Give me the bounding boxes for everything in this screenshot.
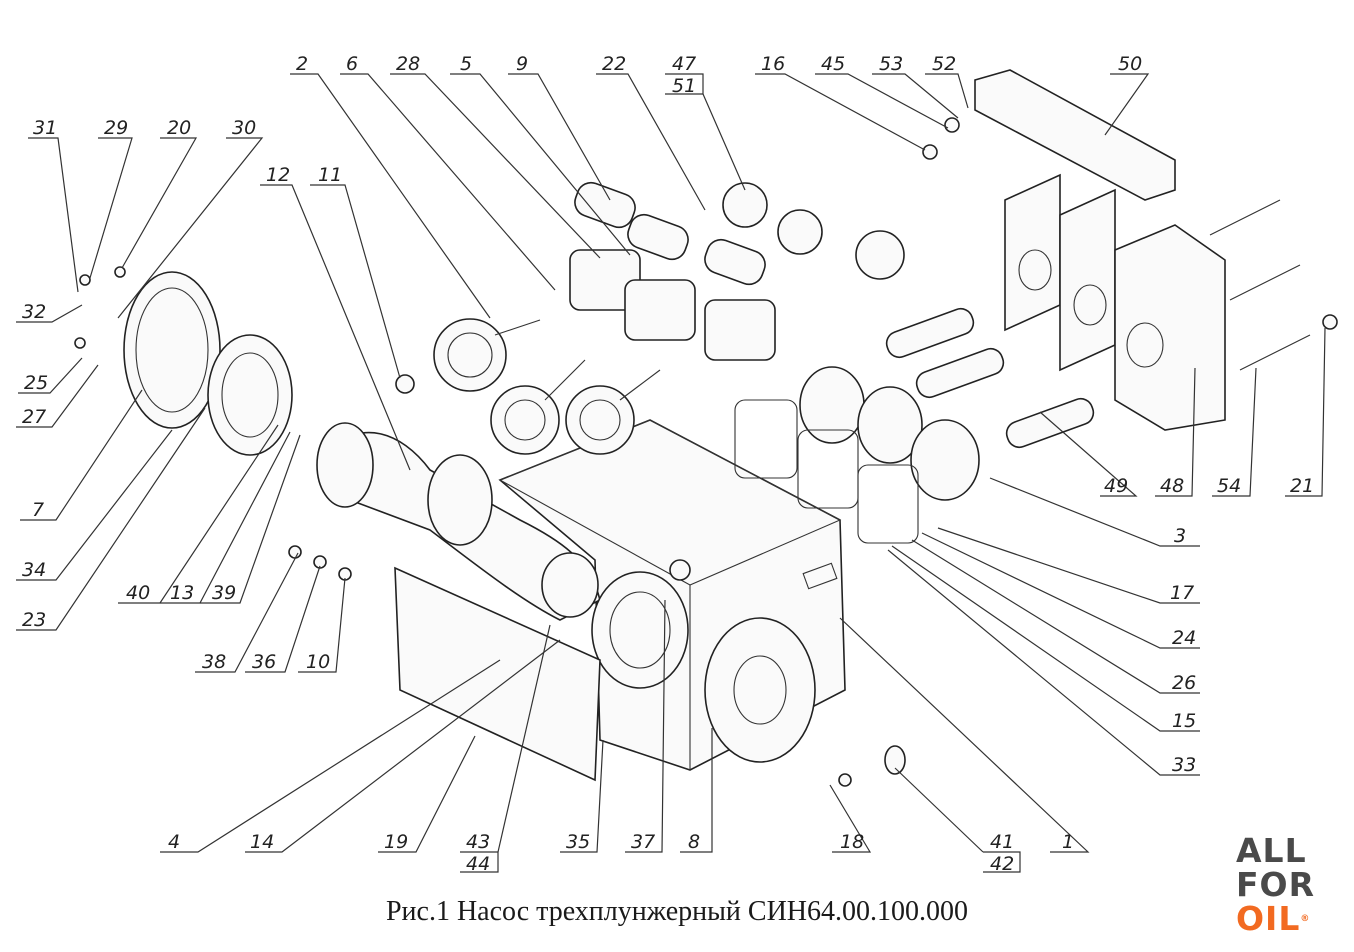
studs [1209,199,1311,371]
callout-35: 35 [566,831,590,853]
crossheads [569,249,776,361]
callout-21: 21 [1290,475,1314,497]
connecting-rods [433,318,661,455]
callout-49: 49 [1104,475,1128,497]
gaskets [734,399,919,544]
callout-39: 39 [212,582,236,604]
callout-18: 18 [840,831,864,853]
side-cover-plate [394,566,601,782]
logo-line-2: FOR [1236,865,1316,904]
callout-38: 38 [202,651,226,673]
callout-48: 48 [1160,475,1184,497]
callout-15: 15 [1172,710,1196,732]
callout-37: 37 [631,831,655,853]
callout-11: 11 [318,164,342,186]
callout-47: 47 [672,53,696,75]
callout-7: 7 [32,499,44,521]
callout-50: 50 [1118,53,1142,75]
callout-52: 52 [932,53,956,75]
callout-13: 13 [170,582,194,604]
callout-2: 2 [296,53,308,75]
callout-leaders [16,73,1326,873]
callout-20: 20 [167,117,191,139]
callout-43: 43 [466,831,490,853]
registered-mark: ® [1300,914,1311,924]
flange-disc [704,617,816,763]
callout-22: 22 [602,53,626,75]
callout-32: 32 [22,301,46,323]
logo-line-1: ALL [1236,831,1307,870]
crosshead-sleeves [574,181,766,286]
callout-10: 10 [306,651,330,673]
callout-29: 29 [104,117,128,139]
callout-labels: 2 6 28 5 9 22 47 51 16 45 53 52 50 31 29… [22,53,1314,875]
callout-6: 6 [346,53,358,75]
callout-8: 8 [688,831,700,853]
callout-54: 54 [1217,475,1241,497]
bearing [207,334,293,456]
seal-assemblies [722,182,905,280]
callout-5: 5 [460,53,472,75]
callout-30: 30 [232,117,256,139]
callout-26: 26 [1172,672,1196,694]
callout-28: 28 [396,53,420,75]
callout-45: 45 [821,53,845,75]
callout-44: 44 [466,853,490,875]
callout-4: 4 [168,831,180,853]
callout-53: 53 [879,53,903,75]
callout-34: 34 [22,559,46,581]
callout-23: 23 [22,609,46,631]
plungers [885,307,1095,449]
callout-1: 1 [1062,831,1074,853]
callout-27: 27 [22,406,46,428]
callout-41: 41 [990,831,1014,853]
logo-line-3: OIL [1236,899,1301,938]
bolt-groups [74,117,1338,787]
callout-16: 16 [761,53,785,75]
exploded-view-drawing: 2 6 28 5 9 22 47 51 16 45 53 52 50 31 29… [16,53,1338,875]
callout-31: 31 [33,117,57,139]
callout-24: 24 [1172,627,1196,649]
packing-boxes [799,366,980,501]
discharge-manifold [974,69,1176,201]
fluid-end-blocks [1004,173,1226,431]
callout-14: 14 [250,831,274,853]
callout-36: 36 [252,651,276,673]
callout-12: 12 [266,164,290,186]
callout-42: 42 [990,853,1014,875]
callout-3: 3 [1174,525,1186,547]
all-for-oil-logo: ALL FOR OIL® [1236,834,1326,936]
drawing-parts [74,69,1338,787]
callout-33: 33 [1172,754,1196,776]
callout-9: 9 [516,53,528,75]
callout-19: 19 [384,831,408,853]
callout-51: 51 [672,75,696,97]
figure-caption: Рис.1 Насос трехплунжерный СИН64.00.100.… [385,896,969,927]
logo-line-3-wrap: OIL® [1236,902,1326,936]
end-cover [123,271,221,429]
callout-40: 40 [126,582,150,604]
callout-25: 25 [24,372,48,394]
callout-17: 17 [1170,582,1194,604]
